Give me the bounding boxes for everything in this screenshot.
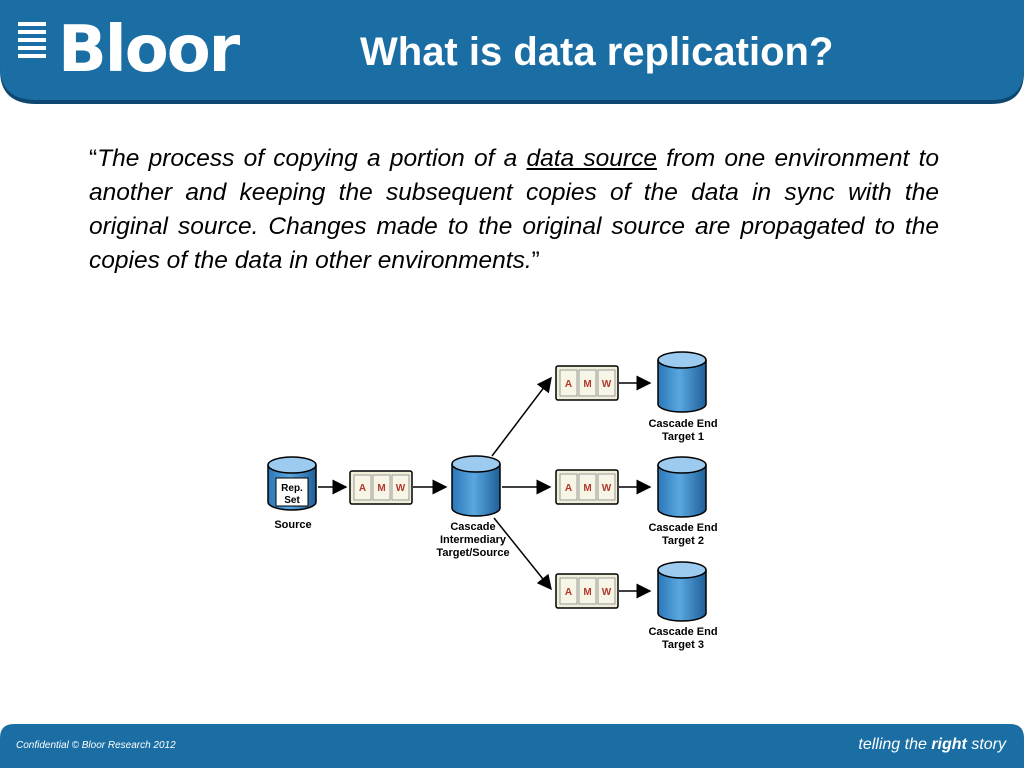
intermediary-label-line2: Intermediary <box>440 534 507 546</box>
footer-background <box>0 724 1024 768</box>
source-db-line1: Rep. <box>281 483 303 494</box>
target-1-database-icon <box>657 351 707 413</box>
arrow-to-target-3 <box>493 517 552 591</box>
logo-mark-icon <box>18 22 46 58</box>
intermediary-database-icon <box>451 455 501 517</box>
target-2-database-icon <box>657 456 707 518</box>
queue-source: A M W <box>349 470 413 505</box>
target-1-label-line2: Target 1 <box>662 431 704 443</box>
arrow-to-target-1 <box>491 376 552 457</box>
replication-diagram: Rep. Set Source A M W Cascade Intermedia… <box>267 351 718 651</box>
target-3-label-line1: Cascade End <box>648 626 717 638</box>
tagline-pre: telling the <box>858 736 932 753</box>
definition-quote: “The process of copying a portion of a d… <box>89 142 939 278</box>
tagline-bold: right <box>931 736 967 753</box>
target-row-2: A M W Cascade End Target 2 <box>555 456 718 547</box>
queue-letter-w: W <box>602 379 612 390</box>
queue-letter-m: M <box>583 379 591 390</box>
footer-copyright: Confidential © Bloor Research 2012 <box>16 740 176 751</box>
source-db-line2: Set <box>284 495 300 506</box>
queue-letter-a: A <box>565 483 572 494</box>
queue-letter-a: A <box>565 587 572 598</box>
queue-letter-w: W <box>602 483 612 494</box>
close-quote-mark: ” <box>531 247 540 274</box>
source-database-icon: Rep. Set <box>267 456 317 511</box>
queue-letter-w: W <box>396 483 406 494</box>
queue-letter-m: M <box>583 587 591 598</box>
target-2-label-line2: Target 2 <box>662 535 704 547</box>
footer-tagline: telling the right story <box>858 736 1006 754</box>
page-title: What is data replication? <box>360 30 834 74</box>
target-3-database-icon <box>657 561 707 622</box>
target-2-label-line1: Cascade End <box>648 522 717 534</box>
source-label: Source <box>274 519 311 531</box>
quote-text-part2: from one environment to another and keep… <box>89 145 940 274</box>
quote-text-part1: The process of copying a portion of a <box>97 145 527 172</box>
intermediary-label-line3: Target/Source <box>436 547 509 559</box>
queue-letter-a: A <box>565 379 572 390</box>
queue-letter-a: A <box>359 483 366 494</box>
bloor-logo: Bloor <box>16 13 256 87</box>
queue-letter-w: W <box>602 587 612 598</box>
tagline-post: story <box>966 736 1006 753</box>
header-banner: Bloor What is data replication? <box>0 0 1024 106</box>
logo-text: Bloor <box>58 13 240 87</box>
target-1-label-line1: Cascade End <box>648 418 717 430</box>
queue-letter-m: M <box>377 483 385 494</box>
footer-banner: Confidential © Bloor Research 2012 telli… <box>0 724 1024 768</box>
queue-letter-m: M <box>583 483 591 494</box>
target-row-3: A M W Cascade End Target 3 <box>555 561 718 651</box>
intermediary-label-line1: Cascade <box>450 521 495 533</box>
header-background <box>0 0 1024 104</box>
target-3-label-line2: Target 3 <box>662 639 704 651</box>
open-quote-mark: “ <box>89 145 98 172</box>
data-source-link[interactable]: data source <box>526 145 657 172</box>
target-row-1: A M W Cascade End Target 1 <box>555 351 718 443</box>
